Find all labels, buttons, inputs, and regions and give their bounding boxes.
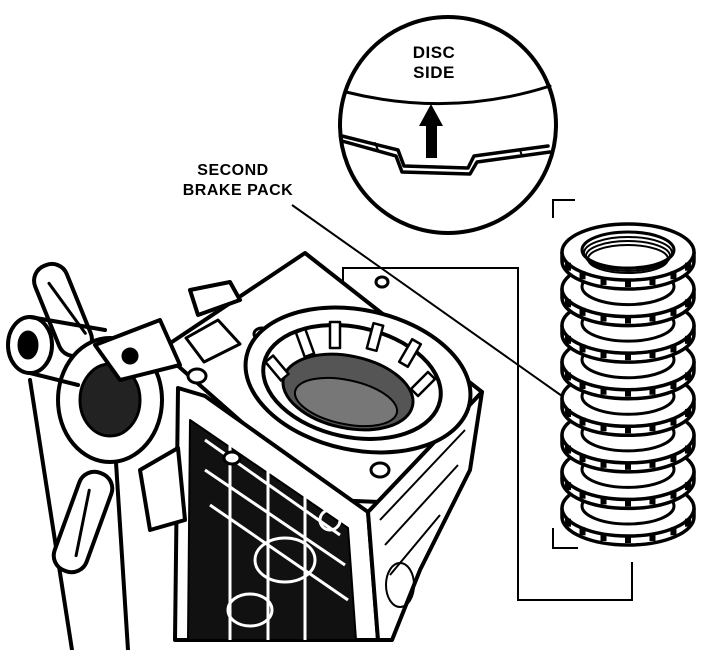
brake-bore: [243, 305, 473, 455]
stack-bracket-top: [552, 199, 575, 218]
disc-side-detail-view: [338, 15, 558, 235]
up-arrow-icon: [419, 104, 443, 158]
stack-bracket-bottom: [552, 528, 578, 549]
second-brake-label-line1: SECOND: [197, 162, 269, 179]
disc-side-label-line1: DISC: [412, 43, 456, 62]
holding-fixture: [6, 261, 242, 650]
second-brake-label-line2: BRAKE PACK: [182, 182, 294, 199]
brake-disc: [560, 222, 696, 291]
brake-disc-stack: [560, 222, 696, 547]
disc-side-label-line2: SIDE: [413, 63, 455, 82]
